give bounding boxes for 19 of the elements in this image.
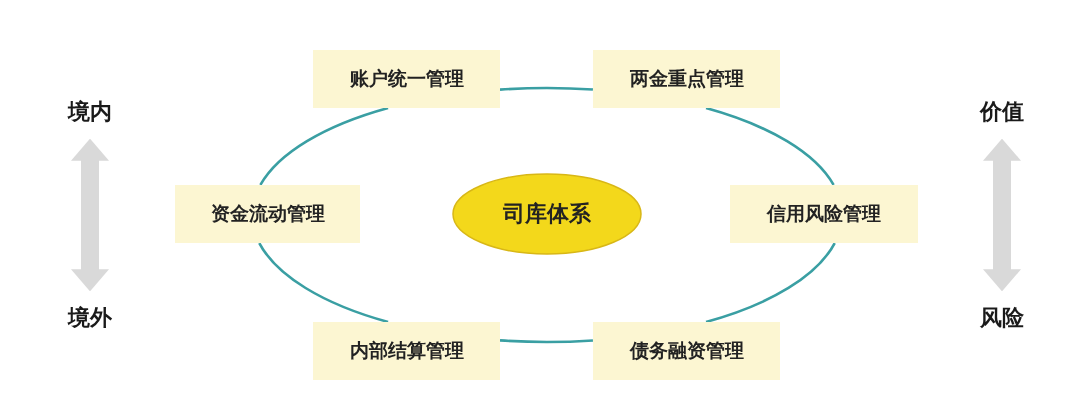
side-label: 境内 xyxy=(68,99,112,125)
ring-arc xyxy=(499,339,593,344)
center-ellipse: 司库体系 xyxy=(452,173,642,255)
side-label: 价值 xyxy=(980,99,1024,125)
ring-arc xyxy=(499,86,593,91)
topic-box: 内部结算管理 xyxy=(313,322,500,380)
topic-box: 资金流动管理 xyxy=(175,185,360,243)
side-label: 境外 xyxy=(68,305,112,331)
ring-arc xyxy=(705,106,835,186)
topic-box: 信用风险管理 xyxy=(730,185,918,243)
topic-box: 账户统一管理 xyxy=(313,50,500,108)
double-arrow xyxy=(71,138,109,292)
topic-box: 两金重点管理 xyxy=(593,50,780,108)
ring-arc xyxy=(259,106,389,186)
ring-arc xyxy=(705,242,836,324)
side-label: 风险 xyxy=(980,305,1024,331)
double-arrow xyxy=(983,138,1021,292)
topic-box: 债务融资管理 xyxy=(593,322,780,380)
ring-arc xyxy=(258,242,389,324)
